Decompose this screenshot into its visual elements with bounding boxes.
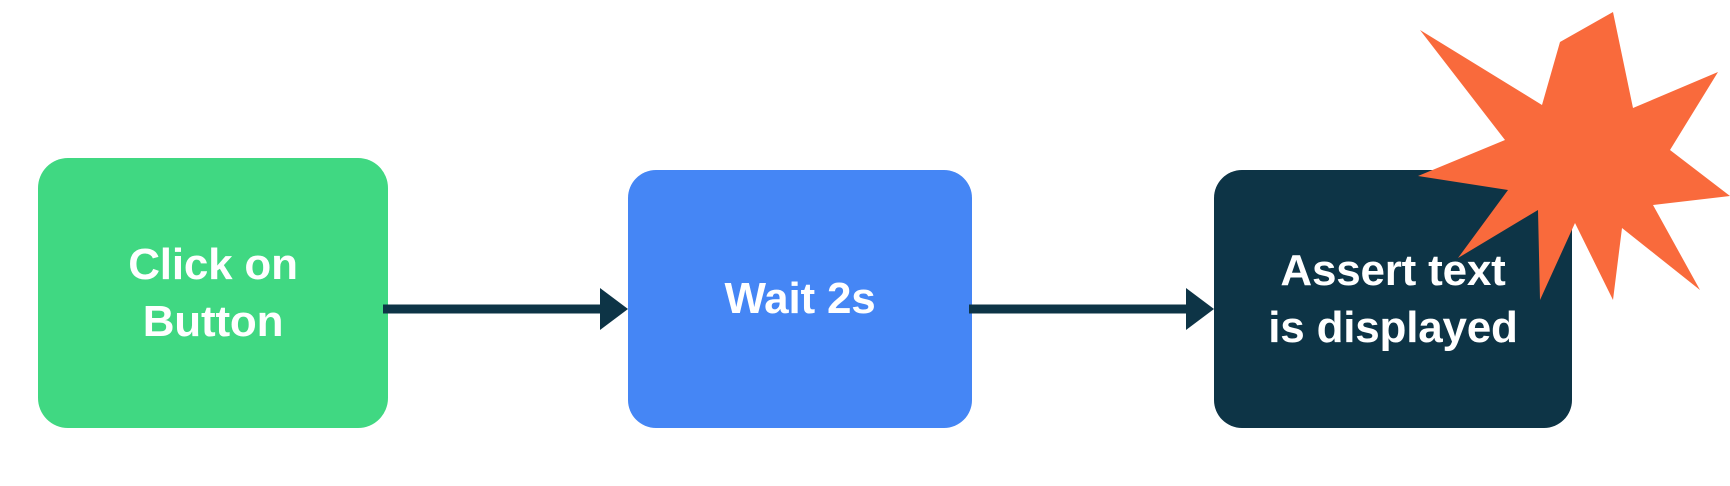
arrow-wait-to-assert [969,288,1214,330]
arrow-wait-to-assert-head [1186,288,1214,330]
node-wait-label: Wait 2s [724,274,876,324]
node-click-on-button[interactable]: Click on Button [38,158,388,428]
node-click-on-button-label: Click on Button [128,239,298,346]
arrow-click-to-wait [383,288,628,330]
node-wait[interactable]: Wait 2s [628,170,972,428]
arrow-click-to-wait-head [600,288,628,330]
node-assert-label: Assert text is displayed [1268,245,1518,352]
node-assert[interactable]: Assert text is displayed [1214,170,1572,428]
